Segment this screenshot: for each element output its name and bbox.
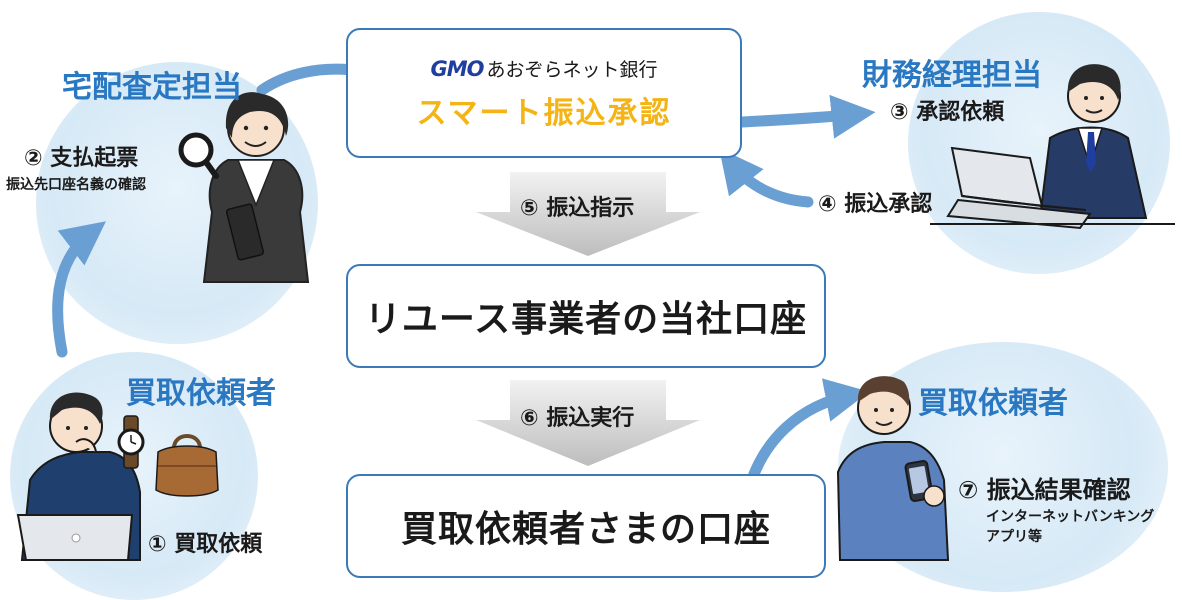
step-7-label: ⑦ 振込結果確認	[958, 476, 1131, 504]
company-account-box: リユース事業者の当社口座	[346, 264, 826, 368]
step-2-label: ② 支払起票	[24, 146, 139, 171]
gray-arrow-transfer-execution	[476, 380, 700, 466]
role-appraiser: 宅配査定担当	[62, 70, 242, 105]
step-3-label: ③ 承認依頼	[890, 100, 1005, 125]
role-finance: 財務経理担当	[862, 58, 1042, 93]
step-7-note-line1: インターネットバンキング	[986, 509, 1155, 525]
step-5-label: ⑤ 振込指示	[520, 196, 635, 221]
magnifier-icon	[178, 132, 219, 179]
smartphone-icon	[904, 460, 945, 507]
company-account-label: リユース事業者の当社口座	[364, 299, 808, 340]
step-1-label: ① 買取依頼	[148, 532, 263, 557]
service-name: スマート振込承認	[416, 95, 672, 131]
step-2-note: 振込先口座名義の確認	[6, 177, 146, 193]
finance-figure	[1038, 64, 1148, 219]
step-6-label: ⑥ 振込実行	[520, 406, 635, 431]
handbag-icon	[155, 434, 219, 497]
role-requester-left: 買取依頼者	[126, 376, 276, 411]
customer-account-box: 買取依頼者さまの口座	[346, 474, 826, 578]
arrow-finance-to-bank	[719, 148, 814, 208]
requester-left-figure	[16, 392, 141, 561]
step-7-note-line2: アプリ等	[986, 529, 1042, 545]
role-requester-right: 買取依頼者	[918, 386, 1068, 421]
gray-arrow-transfer-instruction	[476, 172, 700, 256]
bank-service-box: GMO あおぞらネット銀行 スマート振込承認	[346, 28, 742, 158]
bank-logo-row: GMO あおぞらネット銀行	[430, 55, 657, 82]
gmo-logo: GMO	[430, 56, 484, 81]
arrow-bank-to-finance	[736, 94, 876, 139]
watch-icon	[117, 415, 145, 469]
appraiser-figure	[202, 92, 310, 283]
bank-name: あおぞらネット銀行	[486, 58, 658, 81]
customer-account-label: 買取依頼者さまの口座	[400, 509, 771, 550]
step-4-label: ④ 振込承認	[818, 192, 933, 217]
arrow-requester-to-appraiser	[52, 221, 106, 358]
laptop-icon	[946, 146, 1092, 230]
